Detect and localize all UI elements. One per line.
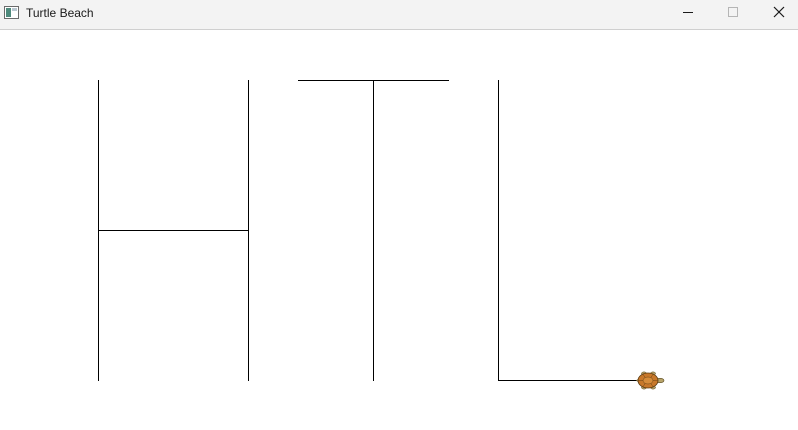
window-title: Turtle Beach (26, 6, 94, 20)
maximize-button[interactable] (710, 0, 756, 29)
maximize-icon (728, 7, 738, 17)
turtle-beach-window-icon (4, 6, 19, 19)
turtle-canvas (98, 80, 665, 390)
close-icon (773, 6, 785, 18)
close-button[interactable] (756, 0, 798, 29)
minimize-button[interactable] (665, 0, 711, 29)
minimize-icon (683, 12, 693, 13)
turtle-icon[interactable] (635, 371, 665, 390)
title-bar[interactable]: Turtle Beach (0, 0, 798, 30)
